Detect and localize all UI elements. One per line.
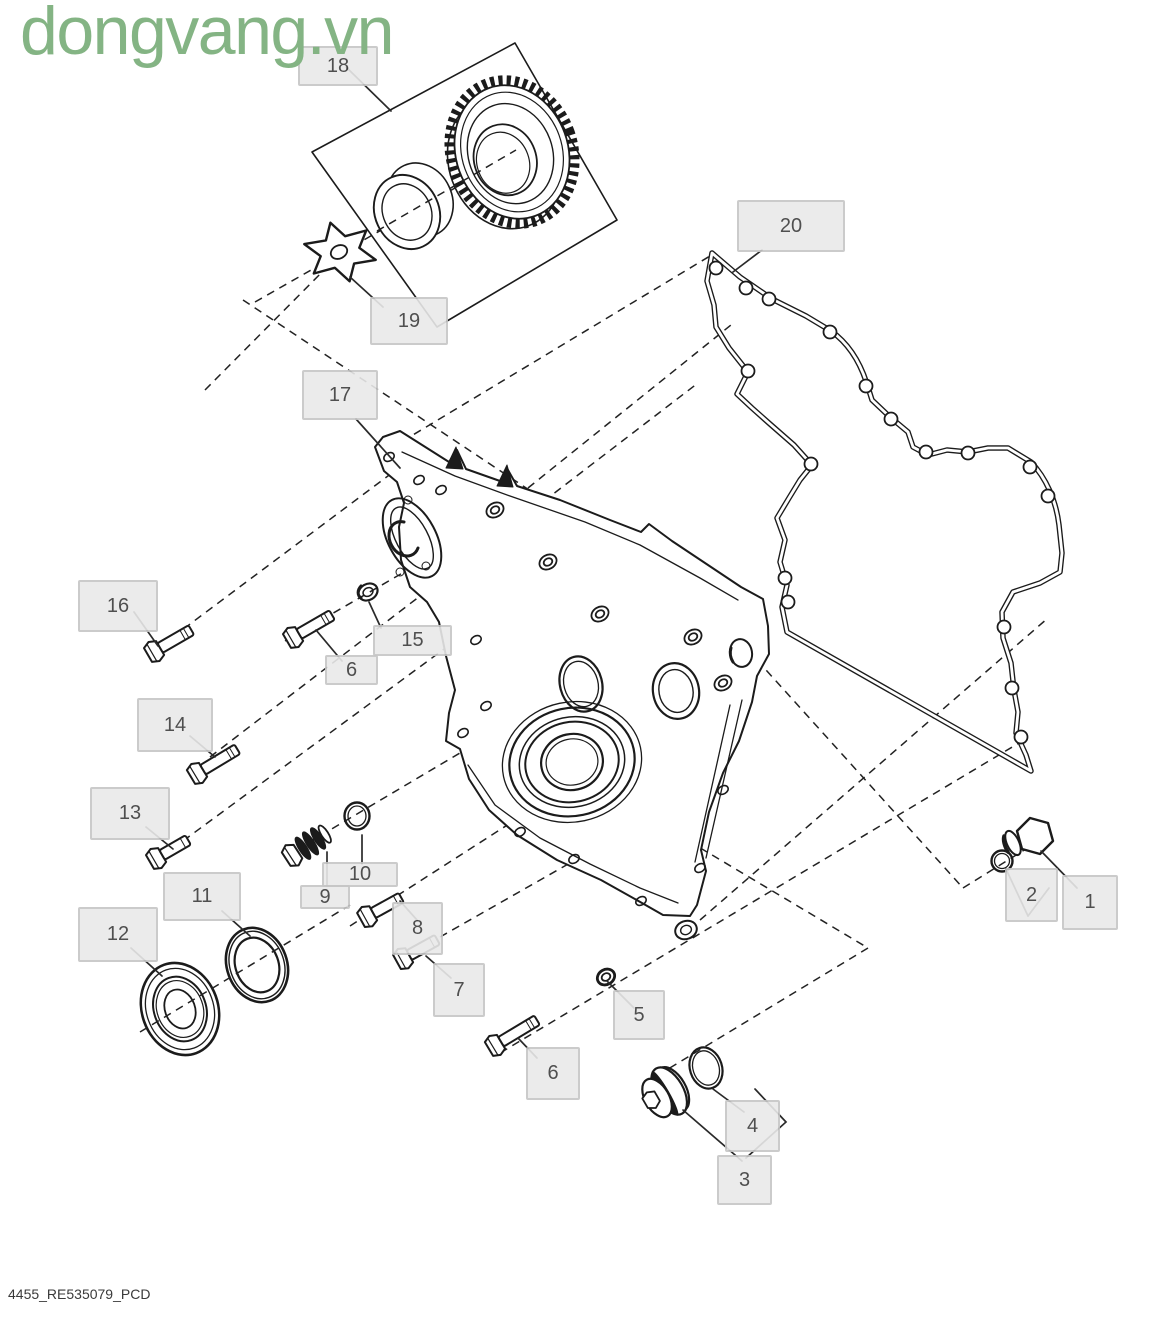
oring-10-drawing — [343, 801, 371, 831]
callout-6-lower[interactable]: 6 — [526, 1047, 580, 1100]
gasket-drawing — [704, 250, 1065, 774]
bolt-6-upper-drawing — [282, 609, 336, 649]
callout-12[interactable]: 12 — [78, 907, 158, 962]
callout-5[interactable]: 5 — [613, 990, 665, 1040]
callout-18[interactable]: 18 — [298, 46, 378, 86]
oring-2-drawing — [990, 849, 1014, 873]
gear-panel-outline — [311, 42, 618, 328]
oring-4-drawing — [688, 1046, 724, 1090]
plug-3-drawing — [641, 1066, 691, 1119]
bushing-drawing — [372, 162, 454, 250]
callout-8[interactable]: 8 — [392, 902, 443, 955]
cover-bolt-holes — [383, 451, 729, 907]
bolt-14-drawing — [185, 744, 241, 785]
callout-4[interactable]: 4 — [725, 1100, 780, 1152]
callout-16[interactable]: 16 — [78, 580, 158, 632]
plug-9-drawing — [280, 824, 332, 867]
document-code: 4455_RE535079_PCD — [8, 1286, 151, 1302]
callout-2[interactable]: 2 — [1005, 868, 1058, 922]
bolt-6-lower-drawing — [483, 1015, 541, 1057]
timing-cover-drawing — [374, 430, 770, 941]
bolt-8-drawing — [356, 892, 405, 928]
watermark-text: dongvang.vn — [20, 0, 394, 69]
bolt-13-drawing — [145, 834, 192, 870]
callout-1[interactable]: 1 — [1062, 875, 1118, 930]
pump-flange — [381, 495, 443, 579]
seal-11-drawing — [224, 926, 290, 1004]
bolt-bosses — [485, 501, 733, 692]
nut-15-drawing — [356, 582, 379, 602]
gear-drawing — [444, 75, 580, 230]
plug-1-drawing — [1001, 816, 1055, 857]
callout-14[interactable]: 14 — [137, 698, 213, 752]
crank-seal-bore — [501, 700, 643, 824]
callout-20[interactable]: 20 — [737, 200, 845, 252]
callout-15[interactable]: 15 — [373, 625, 452, 656]
callout-10[interactable]: 10 — [322, 862, 398, 887]
callout-17[interactable]: 17 — [302, 370, 378, 420]
callout-3[interactable]: 3 — [717, 1155, 772, 1205]
callout-7[interactable]: 7 — [433, 963, 485, 1017]
callout-9[interactable]: 9 — [300, 885, 350, 909]
idler-gear-assembly-drawing — [303, 42, 618, 328]
callout-19[interactable]: 19 — [370, 297, 448, 345]
callout-11[interactable]: 11 — [163, 872, 241, 921]
sprocket-drawing — [303, 221, 377, 283]
bolt-16-drawing — [143, 624, 195, 663]
callout-13[interactable]: 13 — [90, 787, 170, 840]
seal-12-drawing — [139, 961, 221, 1057]
callout-6-upper[interactable]: 6 — [325, 655, 378, 685]
